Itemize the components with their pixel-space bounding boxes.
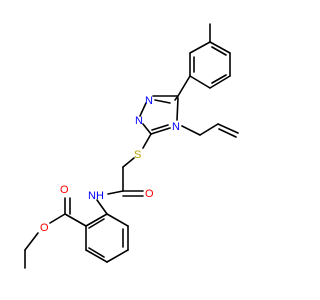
bond [199, 123, 219, 136]
atom-label-layer: O O NH O S N N N [40, 95, 180, 234]
atom-label-oxygen-ester-ether: O [40, 222, 49, 234]
bond [142, 133, 152, 149]
bond [218, 128, 237, 138]
bond-layer [24, 23, 239, 269]
bond [209, 41, 231, 54]
bond [211, 46, 227, 56]
bond [209, 75, 231, 89]
bond [24, 232, 39, 251]
bond [107, 190, 124, 195]
bond [176, 97, 179, 121]
atom-label-amide-nitrogen: NH [88, 190, 104, 202]
atom-label-sulfur: S [134, 149, 141, 161]
atom-label-triazole-nitrogen-2: N [135, 115, 143, 127]
bond [139, 102, 147, 117]
bond [106, 213, 129, 227]
bond [211, 74, 227, 84]
bond [88, 218, 105, 229]
atom-label-oxygen-amide: O [145, 188, 154, 200]
atom-label-triazole-nitrogen-1: N [145, 95, 153, 107]
bond [217, 123, 239, 134]
bond [64, 213, 87, 227]
bond [85, 213, 108, 227]
bond [49, 213, 66, 224]
bond [177, 75, 191, 97]
bond [154, 99, 171, 104]
bond [151, 124, 169, 131]
bond [150, 127, 171, 135]
bond [88, 247, 105, 258]
bond [106, 249, 129, 263]
bond [85, 249, 108, 263]
atom-label-triazole-nitrogen-4: N [172, 121, 180, 133]
bond [122, 157, 135, 168]
bond [142, 123, 152, 135]
bond [189, 41, 211, 54]
structure-canvas: O O NH O S N N N [24, 23, 239, 269]
atom-label-oxygen-ester-carbonyl: O [60, 184, 69, 196]
bond [189, 75, 211, 89]
molecule-diagram: O O NH O S N N N [24, 23, 239, 269]
bond [181, 125, 201, 136]
bond [96, 199, 108, 215]
bond [174, 95, 179, 101]
